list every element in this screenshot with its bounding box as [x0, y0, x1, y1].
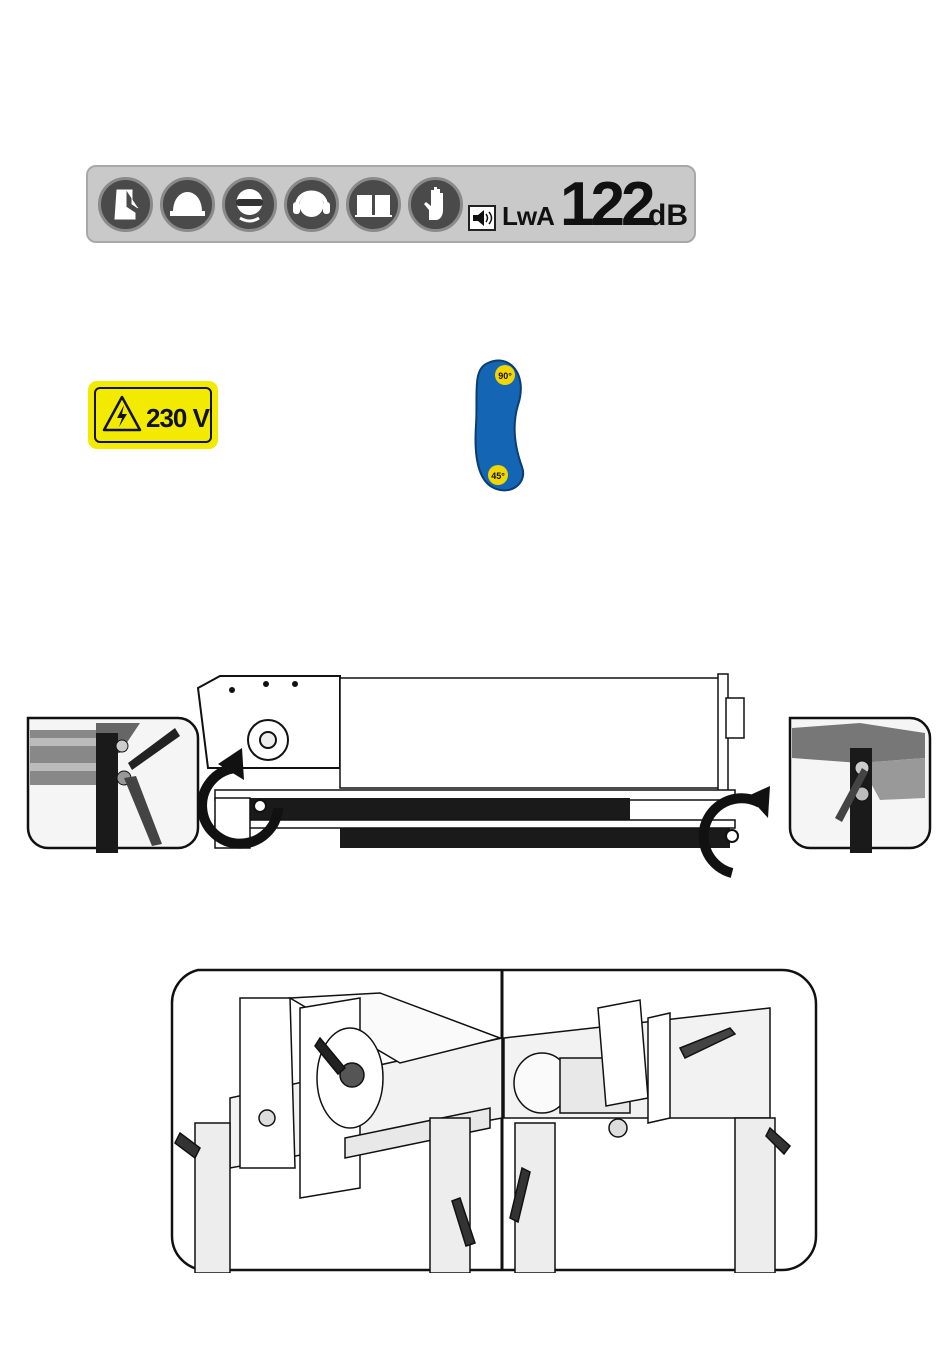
- ear-protection-icon: [284, 177, 339, 232]
- safety-banner: LwA 122 dB: [86, 165, 696, 243]
- voltage-border: 230 V: [94, 387, 212, 443]
- right-inset: [790, 718, 930, 853]
- safety-glasses-icon: [222, 177, 277, 232]
- db-unit: dB: [648, 199, 688, 233]
- voltage-text: 230 V: [146, 403, 209, 434]
- voltage-sticker: 230 V: [88, 381, 218, 449]
- db-value: 122: [560, 169, 651, 240]
- machine-figure: [170, 968, 818, 1273]
- hard-hat-icon: [160, 177, 215, 232]
- saw-side-view: [198, 674, 770, 873]
- legs-figure: [20, 668, 935, 888]
- gloves-icon: [408, 177, 463, 232]
- bevel-angle-scale: 90° 45°: [470, 355, 530, 495]
- read-manual-icon: [346, 177, 401, 232]
- left-inset: [28, 718, 198, 853]
- safety-boots-icon: [98, 177, 153, 232]
- scale-top-label: 90°: [498, 371, 512, 381]
- speaker-icon: [468, 205, 496, 231]
- scale-bottom-label: 45°: [491, 471, 505, 481]
- lwa-label: LwA: [502, 201, 554, 232]
- noise-level: LwA 122 dB: [468, 175, 688, 235]
- electric-hazard-icon: [102, 395, 142, 433]
